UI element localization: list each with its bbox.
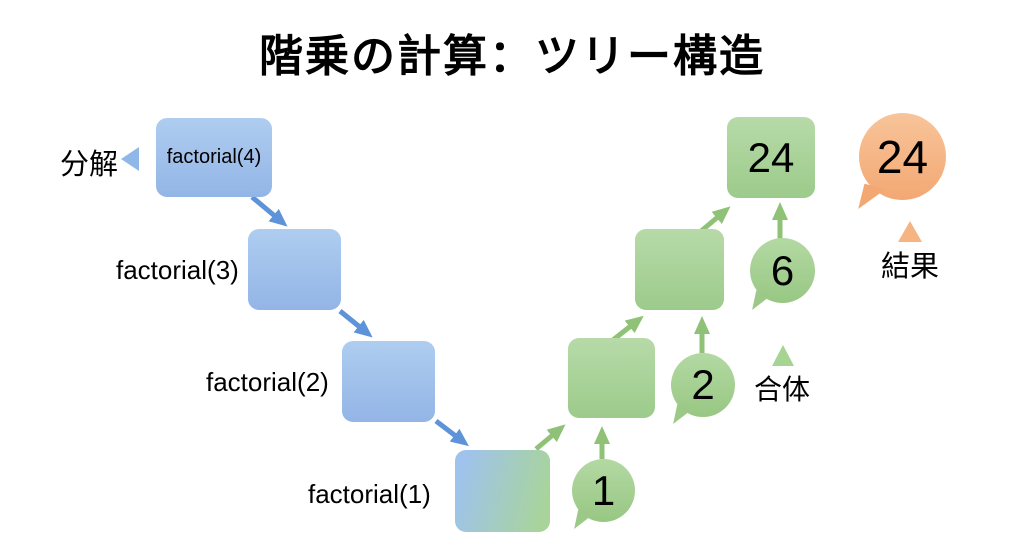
- return-bubble-6: 6: [750, 238, 815, 314]
- call-label-factorial-3: factorial(3): [116, 255, 239, 285]
- return-bubble-1: 1: [572, 459, 635, 533]
- legend-result-label: 結果: [881, 251, 940, 283]
- split-arrow-3-to-2: [338, 309, 373, 338]
- merge-box-1: [568, 338, 655, 418]
- call-label-factorial-2: factorial(2): [206, 367, 329, 397]
- decompose-triangle-icon: [121, 147, 139, 171]
- speech-tail-icon: [673, 404, 694, 428]
- speech-tail-icon: [574, 509, 595, 533]
- final-result-bubble: 24: [858, 113, 946, 215]
- speech-tail-icon: [752, 290, 773, 314]
- call-box-factorial-4: factorial(4): [156, 118, 272, 197]
- merge-box-2: [635, 229, 724, 310]
- result-triangle-icon: [898, 221, 922, 242]
- call-box-factorial-1: [455, 450, 550, 532]
- call-box-factorial-2: [342, 341, 435, 422]
- page-title: 階乗の計算：ツリー構造: [259, 32, 765, 81]
- split-arrow-2-to-1: [434, 419, 469, 447]
- return-bubble-1-value: 1: [591, 466, 616, 514]
- merge-arrow-1-to-2: [534, 424, 566, 451]
- speech-tail-icon: [858, 183, 886, 215]
- call-box-factorial-3: [248, 229, 341, 310]
- split-arrow-4-to-3: [250, 195, 288, 227]
- call-box-factorial-4-label: factorial(4): [166, 146, 262, 168]
- legend-decompose-label: 分解: [60, 149, 119, 181]
- legend-merge-label: 合体: [754, 374, 811, 405]
- merge-root-box-value: 24: [747, 133, 795, 181]
- merge-triangle-icon: [772, 345, 794, 366]
- final-result-value: 24: [876, 130, 929, 183]
- return-bubble-2-value: 2: [691, 361, 715, 408]
- merge-root-box: 24: [727, 117, 815, 198]
- return-bubble-6-value: 6: [770, 246, 795, 294]
- call-label-factorial-1: factorial(1): [308, 479, 431, 509]
- return-bubble-2: 2: [671, 353, 735, 428]
